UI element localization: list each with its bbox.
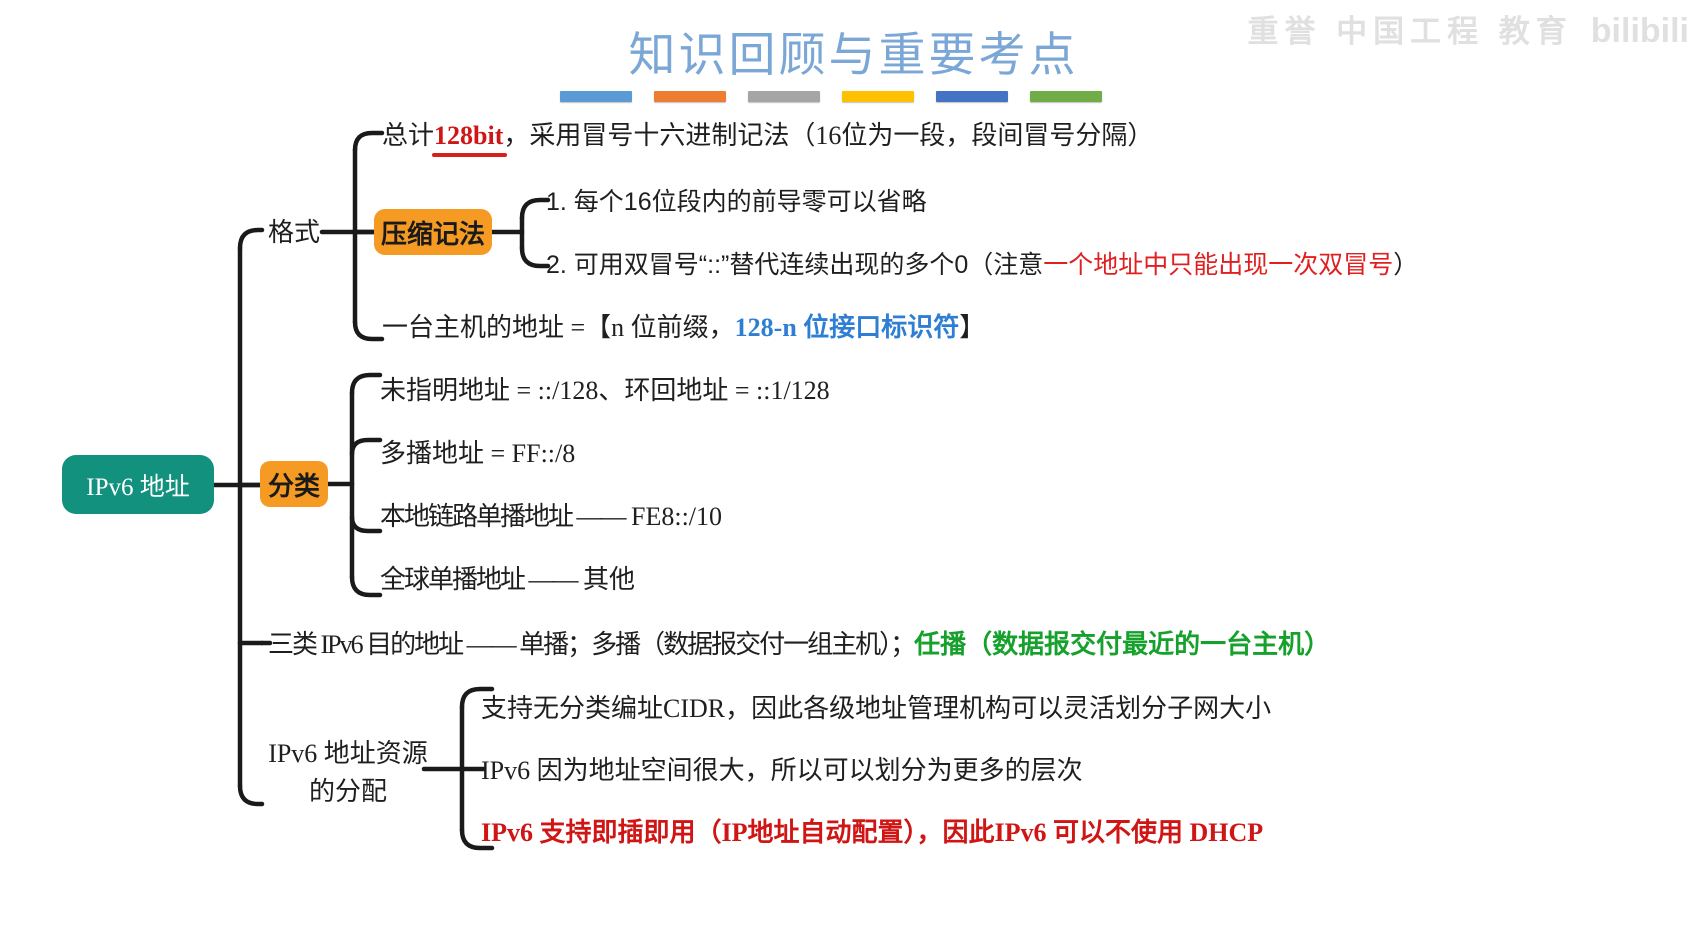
node-address-allocation[interactable]: IPv6 地址资源的分配 [268, 739, 428, 806]
title-bar-1 [560, 91, 632, 102]
leaf-multicast-address: 多播地址 = FF::/8 [380, 439, 576, 468]
leaf-more-layers: IPv6 因为地址空间很大，所以可以划分为更多的层次 [481, 756, 1083, 785]
leaf-total-bits-part1: 总计 [382, 121, 435, 150]
title-underline-bars [560, 91, 1102, 102]
leaf-plug-and-play: IPv6 支持即插即用（IP地址自动配置），因此IPv6 可以不使用 DHCP [481, 818, 1264, 847]
leaf-total-bits-part3: ，采用冒号十六进制记法（16位为一段，段间冒号分隔） [503, 121, 1154, 150]
leaf-link-local-unicast-value: FE8::/10 [624, 502, 723, 531]
node-compressed-notation[interactable]: 压缩记法 [374, 209, 492, 255]
leaf-total-bits: 总计128bit，采用冒号十六进制记法（16位为一段，段间冒号分隔） [382, 119, 1153, 153]
root-node[interactable]: IPv6 地址 [62, 455, 214, 514]
node-classification[interactable]: 分类 [260, 461, 328, 507]
leaf-rule-1: 1. 每个16位段内的前导零可以省略 [546, 188, 927, 216]
leaf-rule-2-warning: 一个地址中只能出现一次双冒号 [1043, 251, 1394, 279]
leaf-rule-2-part1: 2. 可用双冒号“::”替代连续出现的多个0（注意 [546, 251, 1044, 279]
leaf-three-dest-types: 三类 IPv6 目的地址 —— 单播；多播（数据报交付一组主机）；任播（数据报交… [268, 628, 1330, 662]
title-bar-3 [748, 91, 820, 102]
page-title: 知识回顾与重要考点 [628, 30, 1079, 82]
leaf-link-local-unicast: 本地链路单播地址 —— FE8::/10 [380, 500, 722, 534]
leaf-host-address-highlight: 128-n 位接口标识符 [734, 313, 960, 342]
leaf-link-local-unicast-label: 本地链路单播地址 —— [380, 502, 627, 531]
leaf-cidr-support: 支持无分类编址CIDR，因此各级地址管理机构可以灵活划分子网大小 [481, 694, 1272, 723]
leaf-global-unicast-value: 其他 [576, 565, 636, 594]
leaf-global-unicast: 全球单播地址 —— 其他 [380, 563, 635, 597]
leaf-host-address-part3: 】 [959, 313, 986, 342]
leaf-global-unicast-label: 全球单播地址 —— [380, 565, 579, 594]
title-bar-2 [654, 91, 726, 102]
branch-label-format[interactable]: 格式 [268, 218, 321, 247]
leaf-total-bits-highlight: 128bit [434, 121, 504, 150]
leaf-rule-2-part3: ） [1393, 251, 1419, 279]
leaf-rule-2: 2. 可用双冒号“::”替代连续出现的多个0（注意一个地址中只能出现一次双冒号） [546, 249, 1418, 282]
leaf-three-dest-types-anycast: 任播（数据报交付最近的一台主机） [914, 630, 1331, 659]
title-bar-5 [936, 91, 1008, 102]
title-bar-6 [1030, 91, 1102, 102]
leaf-unspecified-address: 未指明地址 = ::/128、环回地址 = ::1/128 [380, 376, 830, 405]
leaf-host-address: 一台主机的地址 =【n 位前缀，128-n 位接口标识符】 [382, 311, 985, 345]
leaf-host-address-part1: 一台主机的地址 =【n 位前缀， [382, 313, 735, 342]
title-bar-4 [842, 91, 914, 102]
leaf-three-dest-types-part1: 三类 IPv6 目的地址 —— 单播；多播（数据报交付一组主机）； [268, 630, 916, 659]
